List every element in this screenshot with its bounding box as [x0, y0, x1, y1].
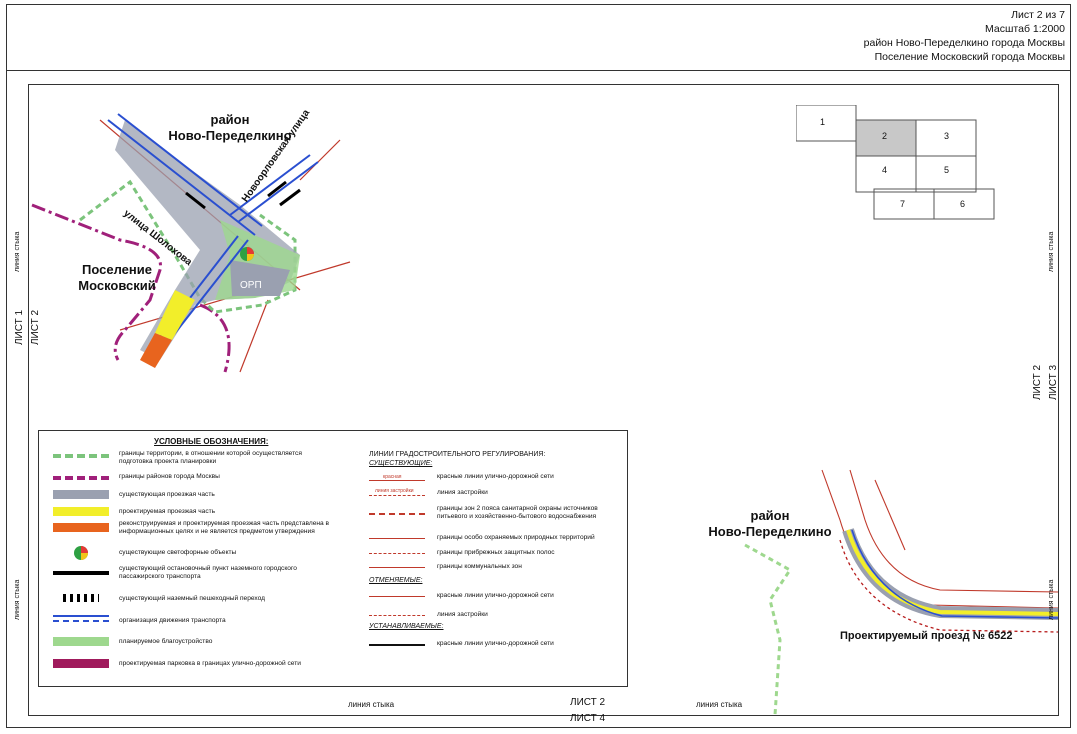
index-map-grid [795, 104, 995, 220]
swatch-traffic-light-icon [74, 546, 88, 560]
swatch-parking [53, 659, 109, 668]
existing-item-4: границы прибрежных защитных полос [437, 549, 555, 556]
legend-item-3: проектируемая проезжая часть [119, 508, 216, 515]
cancelled-item-0: красные линии улично-дорожной сети [437, 592, 554, 599]
list1-label: ЛИСТ 1 [14, 309, 25, 345]
existing-item-5: границы коммунальных зон [437, 563, 522, 570]
list3-label: ЛИСТ 3 [1048, 364, 1059, 400]
index-cell-7: 7 [900, 199, 906, 209]
district-boundary [31, 203, 231, 373]
index-cell-3: 3 [944, 131, 950, 141]
scale: Масштаб 1:2000 [985, 23, 1065, 35]
legend: УСЛОВНЫЕ ОБОЗНАЧЕНИЯ: границы территории… [38, 430, 628, 687]
swatch-established-red-line [369, 644, 425, 646]
list4-label: ЛИСТ 4 [570, 713, 606, 724]
legend-title: УСЛОВНЫЕ ОБОЗНАЧЕНИЯ: [154, 437, 269, 446]
legend-item-6: существующий остановочный пункт наземног… [119, 565, 297, 580]
index-cell-1: 1 [820, 117, 826, 127]
legend-item-7: существующий наземный пешеходный переход [119, 595, 265, 602]
swatch-cancelled-red-line [369, 596, 425, 597]
index-map: 1 2 3 4 5 6 7 [795, 104, 996, 223]
settlement-name: Поселение Московский города Москвы [874, 51, 1065, 63]
right-map-projected-roadway [846, 529, 1059, 616]
joint-left-top: линия стыка [14, 231, 21, 272]
legend-item-10: проектируемая парковка в границах улично… [119, 660, 301, 667]
swatch-protected-nature [369, 538, 425, 539]
existing-item-2: границы зон 2 пояса санитарной охраны ис… [437, 505, 598, 520]
existing-roadway [115, 120, 300, 360]
legend-right-header: ЛИНИИ ГРАДОСТРОИТЕЛЬНОГО РЕГУЛИРОВАНИЯ: [369, 451, 546, 458]
legend-item-0: границы территории, в отношении которой … [119, 450, 302, 465]
orp-label: ОРП [240, 280, 262, 291]
title-block: Лист 2 из 7 Масштаб 1:2000 район Ново-Пе… [864, 8, 1065, 64]
swatch-landscaping [53, 637, 109, 646]
index-cell-5: 5 [944, 165, 950, 175]
legend-item-4: реконструируемая и проектируемая проезжа… [119, 520, 330, 535]
orp-area [230, 260, 290, 296]
joint-bottom-left: линия стыка [348, 700, 395, 709]
swatch-cancelled-build-line [369, 615, 425, 616]
list2-left-label: ЛИСТ 2 [30, 309, 41, 345]
reconstructed-roadway [140, 333, 172, 368]
joint-left-bottom: линия стыка [14, 579, 21, 620]
existing-item-1: линия застройки [437, 489, 488, 496]
list2-right-label: ЛИСТ 2 [1032, 364, 1043, 400]
proposed-road-label: Проектируемый проезд № 6522 [840, 630, 1013, 642]
joint-right-top: линия стыка [1048, 231, 1055, 272]
settlement-label: Поселение Московский [78, 262, 156, 293]
district-name: район Ново-Переделкино города Москвы [863, 37, 1065, 49]
traffic-light-icon [240, 247, 254, 261]
legend-item-2: существующая проезжая часть [119, 491, 215, 498]
legend-item-5: существующие светофорные объекты [119, 549, 237, 556]
swatch-sanitary-zone [369, 513, 425, 515]
projected-roadway [155, 290, 195, 340]
right-map-traffic [851, 529, 1059, 619]
established-item-0: красные линии улично-дорожной сети [437, 640, 554, 647]
sheet-border [6, 4, 1071, 728]
existing-item-0: красные линии улично-дорожной сети [437, 473, 554, 480]
right-map-established-red-line [839, 539, 1059, 633]
swatch-traffic-flow [53, 615, 109, 622]
legend-item-9: планируемое благоустройство [119, 638, 213, 645]
swatch-planning-boundary [53, 454, 109, 458]
joint-bottom-right: линия стыка [696, 700, 743, 709]
swatch-build-line-caption: линия застройки [375, 488, 414, 494]
legend-existing-header: СУЩЕСТВУЮЩИЕ: [369, 460, 433, 467]
district-label-2: район Ново-Переделкино [708, 508, 832, 539]
swatch-coastal-strip [369, 553, 425, 554]
header-divider [6, 70, 1070, 71]
legend-cancelled-header: ОТМЕНЯЕМЫЕ: [369, 577, 423, 584]
sheet-number: Лист 2 из 7 [1011, 9, 1065, 21]
index-cell-4: 4 [882, 165, 888, 175]
legend-established-header: УСТАНАВЛИВАЕМЫЕ: [369, 623, 444, 630]
swatch-reconstructed-roadway [53, 523, 109, 532]
list2-bottom-label: ЛИСТ 2 [570, 697, 606, 708]
joint-right-bottom: линия стыка [1048, 579, 1055, 620]
swatch-projected-roadway [53, 507, 109, 516]
swatch-red-line [369, 480, 425, 481]
legend-item-8: организация движения транспорта [119, 617, 226, 624]
swatch-district-boundary [53, 476, 109, 480]
existing-item-3: границы особо охраняемых природных терри… [437, 534, 595, 541]
swatch-communal-zone [369, 567, 425, 568]
index-cell-6: 6 [960, 199, 966, 209]
cancelled-item-1: линия застройки [437, 611, 488, 618]
district-label: район Ново-Переделкино [168, 112, 292, 143]
swatch-existing-roadway [53, 490, 109, 499]
swatch-red-line-caption: красная [383, 474, 402, 480]
drawing-frame [28, 84, 1059, 716]
swatch-bus-stop [53, 571, 109, 575]
bus-stops [185, 180, 301, 210]
right-map-planning-boundary [744, 543, 793, 716]
index-cell-2: 2 [882, 131, 888, 141]
swatch-build-line [369, 495, 425, 496]
swatch-crosswalk [63, 594, 99, 602]
legend-item-1: границы районов города Москвы [119, 473, 220, 480]
